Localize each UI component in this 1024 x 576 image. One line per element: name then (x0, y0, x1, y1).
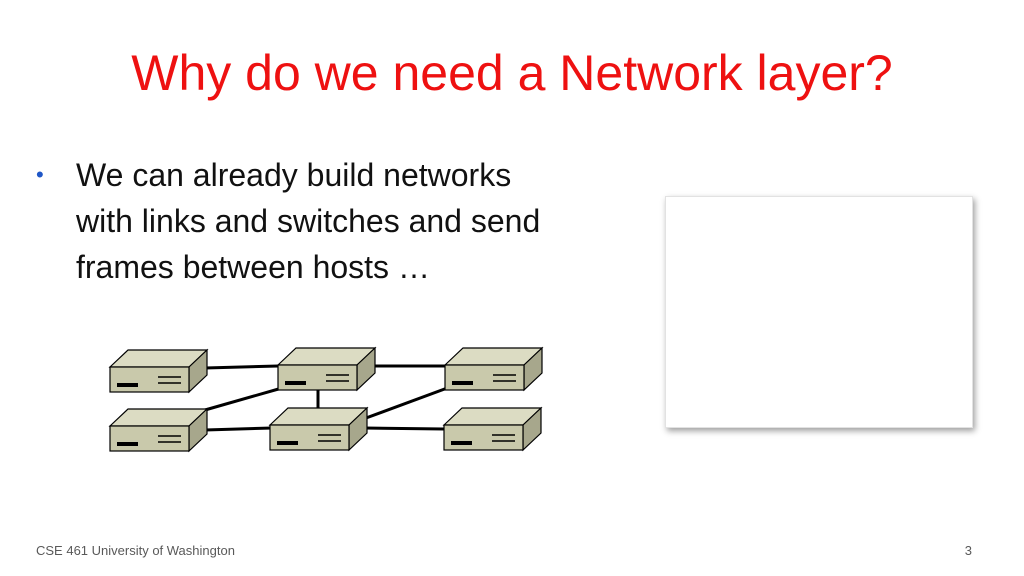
network-switch-icon (277, 347, 376, 391)
blank-panel (665, 196, 973, 428)
footer-page-number: 3 (964, 543, 972, 558)
bullet-line-2: with links and switches and send (76, 203, 541, 239)
bullet-line-1: We can already build networks (76, 157, 512, 193)
network-switch-icon (109, 349, 208, 393)
network-switch-icon (443, 407, 542, 451)
network-switch-icon (109, 408, 208, 452)
link (204, 426, 273, 432)
network-switch-icon (444, 347, 543, 391)
network-links (204, 364, 451, 432)
bullet-item: We can already build networks with links… (76, 152, 616, 290)
slide-title: Why do we need a Network layer? (131, 45, 893, 101)
link (204, 386, 283, 412)
bullet-line-3: frames between hosts … (76, 249, 430, 285)
bullet-marker: • (36, 162, 44, 187)
switches (109, 347, 543, 452)
link (365, 385, 451, 420)
footer-course: CSE 461 University of Washington (36, 543, 235, 558)
switch-network-diagram (109, 347, 543, 452)
link (204, 364, 279, 370)
link (363, 426, 445, 431)
network-switch-icon (269, 407, 368, 451)
